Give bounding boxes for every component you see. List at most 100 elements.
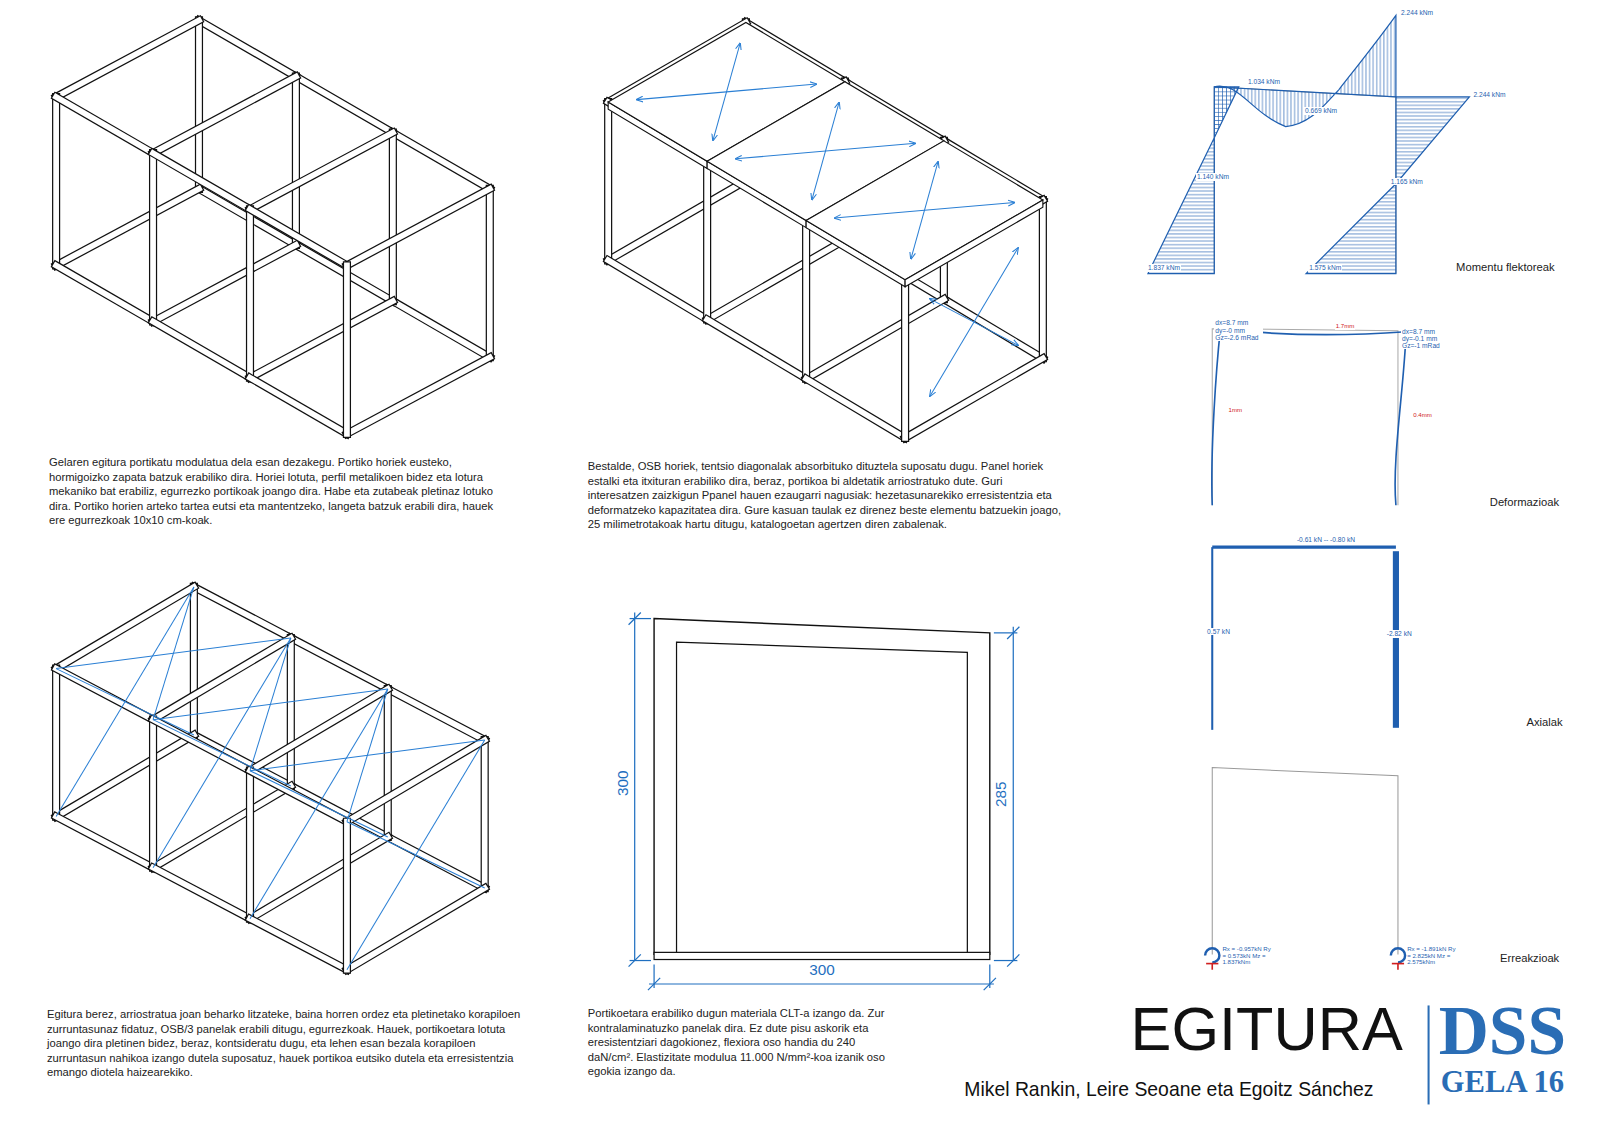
timber-member-outline xyxy=(388,689,485,740)
timber-member xyxy=(56,669,153,720)
description-text: Bestalde, OSB horiek, tentsio diagonalak… xyxy=(588,459,1065,532)
timber-member-outline xyxy=(153,153,250,209)
timber-member xyxy=(191,587,197,735)
timber-member xyxy=(153,638,291,720)
timber-member xyxy=(250,209,347,265)
timber-member-outline xyxy=(153,786,291,868)
moment-area xyxy=(1214,87,1238,138)
timber-member xyxy=(250,837,388,919)
timber-member-outline xyxy=(343,822,351,970)
timber-member xyxy=(704,161,710,319)
deformation-value: 1mm xyxy=(1228,406,1244,413)
timber-member-outline xyxy=(1039,200,1047,358)
timber-member xyxy=(153,786,291,868)
timber-member xyxy=(247,209,253,377)
timber-member xyxy=(608,260,707,319)
timber-member-outline xyxy=(56,20,199,97)
timber-member-outline xyxy=(153,245,296,322)
timber-member-outline xyxy=(56,817,153,868)
timber-member xyxy=(390,133,396,301)
timber-member xyxy=(905,358,1043,438)
dimension-value: 300 xyxy=(809,961,835,979)
timber-member-outline xyxy=(296,77,393,133)
axial-bar xyxy=(1393,551,1399,728)
deformation-value: 0.4mm xyxy=(1412,411,1433,418)
base-plate xyxy=(654,952,990,959)
portal-frames xyxy=(608,22,1043,437)
timber-member xyxy=(199,20,296,76)
title-separator xyxy=(1428,1005,1430,1104)
deformation-value: dx=8.7 mm dy=-0.1 mm Gz=-1 mRad xyxy=(1401,328,1450,350)
timber-member-outline xyxy=(604,102,612,260)
timber-member-outline xyxy=(246,771,254,919)
bracing-line xyxy=(153,587,194,720)
timber-member xyxy=(250,378,347,434)
timber-member-outline xyxy=(56,735,194,817)
dimension-lines xyxy=(629,612,1020,990)
timber-member-outline xyxy=(806,299,944,379)
timber-member-outline xyxy=(190,587,198,735)
timber-member-outline xyxy=(149,153,157,321)
extension-line xyxy=(989,965,990,988)
timber-member xyxy=(247,771,253,919)
timber-member-outline xyxy=(153,720,250,771)
timber-member xyxy=(347,888,485,970)
dimension-line xyxy=(634,612,635,960)
bracing-line xyxy=(153,638,291,868)
timber-member-outline xyxy=(393,301,490,357)
bracing-line xyxy=(347,740,485,970)
timber-member-outline xyxy=(901,280,909,438)
axial-diagram xyxy=(1212,547,1399,730)
timber-member xyxy=(291,786,388,837)
moment-value: 1.575 kNm xyxy=(1308,264,1342,272)
reaction-diagram xyxy=(1205,768,1405,970)
portal-frames xyxy=(56,20,490,433)
frame-axis xyxy=(1212,329,1398,506)
timber-member xyxy=(806,299,944,379)
timber-member xyxy=(487,189,493,357)
extension-line xyxy=(653,965,654,988)
portal-inner xyxy=(677,642,968,954)
axial-value: -2.82 kN xyxy=(1386,630,1413,638)
timber-member-outline xyxy=(153,77,296,154)
timber-member-outline xyxy=(250,689,388,771)
timber-member-outline xyxy=(703,161,711,319)
timber-member xyxy=(393,133,490,189)
timber-member-outline xyxy=(195,20,203,188)
dimension-line xyxy=(649,983,994,984)
moment-value: 1.140 kNm xyxy=(1196,173,1230,181)
timber-member xyxy=(153,77,296,154)
description-text: Egitura berez, arriostratua joan beharko… xyxy=(47,1007,520,1080)
poster-title: EGITURA xyxy=(1131,996,1403,1063)
timber-member-outline xyxy=(481,740,489,888)
timber-member xyxy=(608,181,746,261)
extension-line xyxy=(994,960,1017,961)
description-text: Gelaren egitura portikatu modulatua dela… xyxy=(49,455,510,528)
frame-axis xyxy=(1214,87,1396,274)
timber-member xyxy=(53,97,59,265)
extension-line xyxy=(994,632,1017,633)
timber-member-outline xyxy=(52,669,60,817)
timber-member xyxy=(293,77,299,245)
timber-member xyxy=(347,189,490,266)
timber-member-outline xyxy=(149,720,157,868)
timber-member xyxy=(56,97,153,153)
moment-area xyxy=(1214,15,1396,126)
moment-area xyxy=(1148,138,1214,274)
timber-member-outline xyxy=(347,357,490,434)
timber-member xyxy=(291,638,388,689)
timber-member-outline xyxy=(56,97,153,153)
dimension-value: 300 xyxy=(613,771,631,797)
moment-reaction-symbol xyxy=(1391,948,1405,962)
reaction-value: Rx = -0.957kN Ry = 0.573kN Mz = 1.837kNm xyxy=(1222,946,1273,966)
timber-member xyxy=(344,822,350,970)
diagram-label: Erreakzioak xyxy=(1500,952,1559,965)
deformation-value: dx=8.7 mm dy=-0 mm Gz=-2.6 mRad xyxy=(1214,319,1263,341)
moment-value: 2.244 kNm xyxy=(1400,9,1434,17)
reaction-value: Rx = -1.891kN Ry = 2.825kN Mz = 2.575kNm xyxy=(1407,946,1458,966)
description-text: Portikoetara erabiliko dugun materiala C… xyxy=(588,1006,902,1079)
portal-outer xyxy=(654,619,990,955)
timber-member xyxy=(53,669,59,817)
timber-member-outline xyxy=(153,868,250,919)
timber-member-outline xyxy=(153,322,250,378)
